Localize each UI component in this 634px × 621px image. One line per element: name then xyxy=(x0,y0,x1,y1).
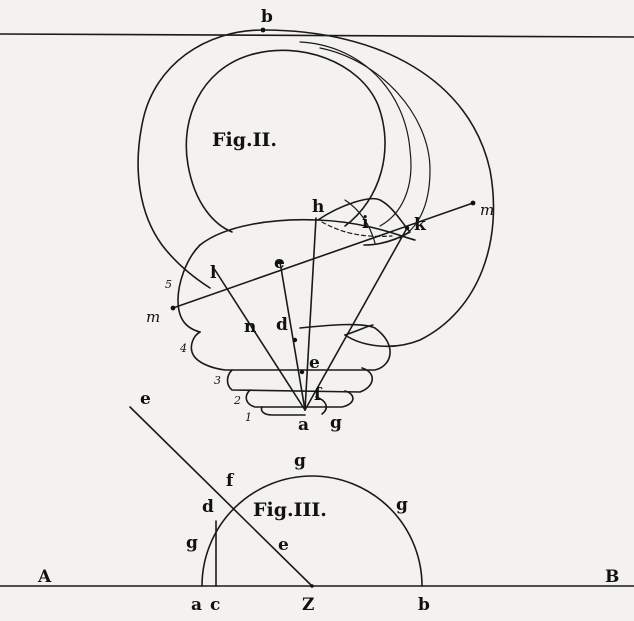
label-whorl-2: 2 xyxy=(233,394,241,407)
shell-columella xyxy=(317,197,411,246)
label-e-top: e xyxy=(274,253,285,273)
shell-whorl-1 xyxy=(260,406,306,416)
label-g-top-fig3: g xyxy=(294,451,306,471)
fig2-top-line xyxy=(0,33,634,38)
label-d: d xyxy=(276,315,288,335)
label-B: B xyxy=(605,567,619,587)
shell-whorl-4 xyxy=(190,323,391,371)
line-h-a xyxy=(304,217,317,411)
label-whorl-1: 1 xyxy=(245,411,252,424)
label-a: a xyxy=(298,415,309,435)
label-l: l xyxy=(210,263,217,283)
shell-whorl-3 xyxy=(226,367,374,393)
label-f-fig3: f xyxy=(226,471,235,491)
fig3-labels: Fig.III. e f d g g g e A B a c Z b xyxy=(37,389,619,615)
line-e-a xyxy=(279,261,306,411)
label-a-fig3: a xyxy=(191,595,202,615)
shell-dashed-curve xyxy=(321,221,393,237)
point-m-left xyxy=(170,305,176,311)
label-d-fig3: d xyxy=(202,497,214,517)
shell-whorl-5-left xyxy=(177,244,201,333)
shell-apex-g xyxy=(315,396,328,415)
label-n: n xyxy=(244,317,256,337)
line-k-a xyxy=(304,227,408,411)
label-f: f xyxy=(314,385,323,405)
point-m-right xyxy=(470,200,476,206)
label-e-mid: e xyxy=(309,353,320,373)
label-k: k xyxy=(414,215,427,235)
label-m-left: m xyxy=(146,308,160,326)
fig3-title: Fig.III. xyxy=(253,499,327,521)
point-b-fig2 xyxy=(260,27,266,33)
label-b-fig3: b xyxy=(418,595,430,615)
point-d xyxy=(292,337,298,343)
label-whorl-3: 3 xyxy=(214,374,221,387)
label-A: A xyxy=(37,567,52,587)
label-g: g xyxy=(330,413,342,433)
shell-outer-whorl xyxy=(137,29,495,348)
fig2-shell-drawing xyxy=(0,27,634,416)
label-Z-fig3: Z xyxy=(302,595,314,615)
label-m-right: m xyxy=(480,201,494,219)
label-c-fig3: c xyxy=(210,595,220,615)
line-m-m xyxy=(172,202,474,309)
shell-whorl-2 xyxy=(245,389,354,408)
fig2-title: Fig.II. xyxy=(212,129,277,151)
point-e-top xyxy=(277,259,283,265)
label-b-fig2: b xyxy=(261,7,273,27)
label-whorl-4: 4 xyxy=(179,342,187,355)
shell-lip-curve-1 xyxy=(299,41,412,227)
label-e-mid-fig3: e xyxy=(278,535,289,555)
fig3-drawing xyxy=(0,406,634,588)
point-Z xyxy=(310,584,314,588)
label-i: i xyxy=(362,213,369,233)
fig2-labels: Fig.II. b m m h i k e l n d e f a g 5 4 … xyxy=(146,7,494,435)
point-e-mid xyxy=(299,369,305,375)
label-h: h xyxy=(312,197,324,217)
shell-aperture xyxy=(185,49,386,233)
label-e-top-fig3: e xyxy=(140,389,151,409)
semicircle-arc xyxy=(201,475,423,587)
line-l-a xyxy=(214,269,306,411)
label-whorl-5: 5 xyxy=(165,278,172,291)
line-e-Z xyxy=(129,406,313,587)
point-k xyxy=(404,225,410,231)
label-g-left-fig3: g xyxy=(186,533,198,553)
label-g-right-fig3: g xyxy=(396,495,408,515)
